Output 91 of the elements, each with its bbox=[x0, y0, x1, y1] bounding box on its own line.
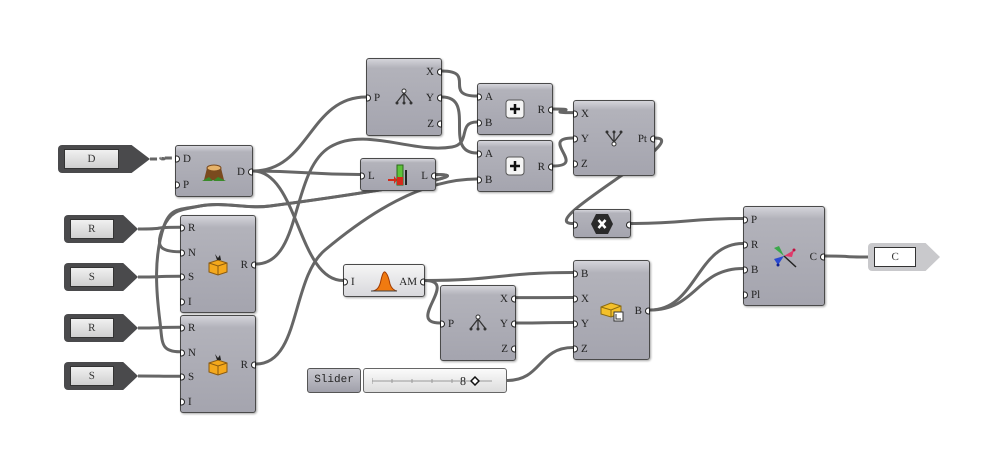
wire bbox=[256, 120, 478, 266]
slider-value: 8 bbox=[460, 374, 466, 388]
wire bbox=[825, 254, 868, 258]
input-label: B bbox=[751, 264, 758, 276]
output-label: X bbox=[426, 66, 434, 78]
wire bbox=[506, 346, 574, 382]
output-label: R bbox=[240, 359, 248, 371]
wire bbox=[516, 321, 573, 324]
parameter-tag bbox=[64, 263, 138, 291]
input-label: P bbox=[448, 318, 454, 330]
component-block bbox=[180, 315, 256, 413]
component-block bbox=[175, 145, 253, 197]
input-label: S bbox=[188, 371, 194, 384]
wire bbox=[138, 226, 180, 230]
parameter-tag bbox=[64, 362, 138, 390]
output-label: Z bbox=[501, 343, 508, 356]
input-label: D bbox=[183, 153, 191, 165]
parameter-tag bbox=[868, 243, 940, 271]
input-label: X bbox=[581, 108, 589, 120]
input-label: R bbox=[751, 238, 758, 250]
output-label: Y bbox=[426, 92, 434, 104]
wire bbox=[424, 279, 440, 324]
input-label: Pl bbox=[751, 288, 760, 300]
input-label: A bbox=[485, 148, 493, 160]
parameter-name: S bbox=[70, 366, 114, 386]
parameter-tag bbox=[64, 215, 138, 243]
input-label: Y bbox=[581, 133, 589, 145]
input-label: R bbox=[188, 322, 196, 334]
input-label: N bbox=[188, 246, 196, 259]
input-label: X bbox=[581, 292, 589, 304]
component-block bbox=[477, 83, 553, 135]
wire bbox=[516, 296, 573, 300]
wire bbox=[150, 156, 175, 160]
input-label: P bbox=[183, 179, 190, 191]
output-label: X bbox=[500, 292, 508, 305]
input-label: I bbox=[188, 296, 192, 308]
input-label: I bbox=[351, 276, 355, 288]
input-label: S bbox=[188, 271, 194, 284]
wire bbox=[552, 136, 574, 168]
input-label: B bbox=[485, 174, 492, 186]
slider-label: Slider bbox=[307, 368, 361, 393]
input-label: P bbox=[374, 92, 380, 104]
wire bbox=[138, 274, 180, 278]
output-label: Pt bbox=[638, 133, 647, 145]
component-block bbox=[573, 100, 655, 176]
parameter-name: C bbox=[874, 247, 916, 267]
component-block bbox=[180, 215, 256, 313]
output-label: R bbox=[240, 259, 248, 271]
component-block bbox=[477, 140, 553, 192]
input-label: L bbox=[368, 170, 375, 182]
component-block bbox=[360, 158, 436, 191]
output-label: AM bbox=[399, 276, 417, 288]
wire bbox=[630, 217, 744, 225]
input-label: B bbox=[581, 268, 588, 280]
input-label: B bbox=[485, 117, 492, 129]
output-label: D bbox=[237, 166, 245, 178]
input-label: N bbox=[188, 346, 196, 359]
component-block bbox=[440, 285, 516, 361]
component-block bbox=[573, 209, 631, 238]
output-label: L bbox=[421, 170, 428, 182]
wire bbox=[442, 96, 478, 154]
component-block bbox=[366, 58, 442, 136]
input-label: R bbox=[188, 222, 196, 234]
parameter-name: R bbox=[70, 318, 114, 338]
wire bbox=[138, 326, 180, 330]
output-label: Y bbox=[500, 318, 508, 330]
wire bbox=[650, 267, 744, 312]
input-label: Z bbox=[581, 158, 588, 170]
parameter-tag bbox=[64, 314, 138, 342]
component-block bbox=[573, 260, 650, 360]
output-label: Z bbox=[427, 118, 434, 130]
input-label: P bbox=[751, 214, 758, 226]
input-label: Z bbox=[581, 342, 588, 354]
parameter-name: D bbox=[64, 149, 120, 169]
input-label: A bbox=[485, 91, 493, 103]
input-label: Y bbox=[581, 318, 589, 330]
input-label: I bbox=[188, 396, 192, 408]
output-label: B bbox=[634, 305, 642, 317]
wire bbox=[252, 170, 344, 282]
output-label: C bbox=[810, 251, 817, 263]
wire bbox=[138, 374, 180, 378]
output-label: R bbox=[538, 161, 545, 173]
parameter-name: R bbox=[70, 219, 114, 239]
number-slider bbox=[307, 368, 507, 393]
output-label: R bbox=[538, 104, 545, 116]
wire bbox=[552, 108, 574, 114]
parameter-tag bbox=[58, 145, 150, 173]
component-block bbox=[743, 206, 825, 306]
component-block bbox=[343, 264, 425, 297]
parameter-name: S bbox=[70, 267, 114, 287]
wire bbox=[256, 178, 478, 366]
